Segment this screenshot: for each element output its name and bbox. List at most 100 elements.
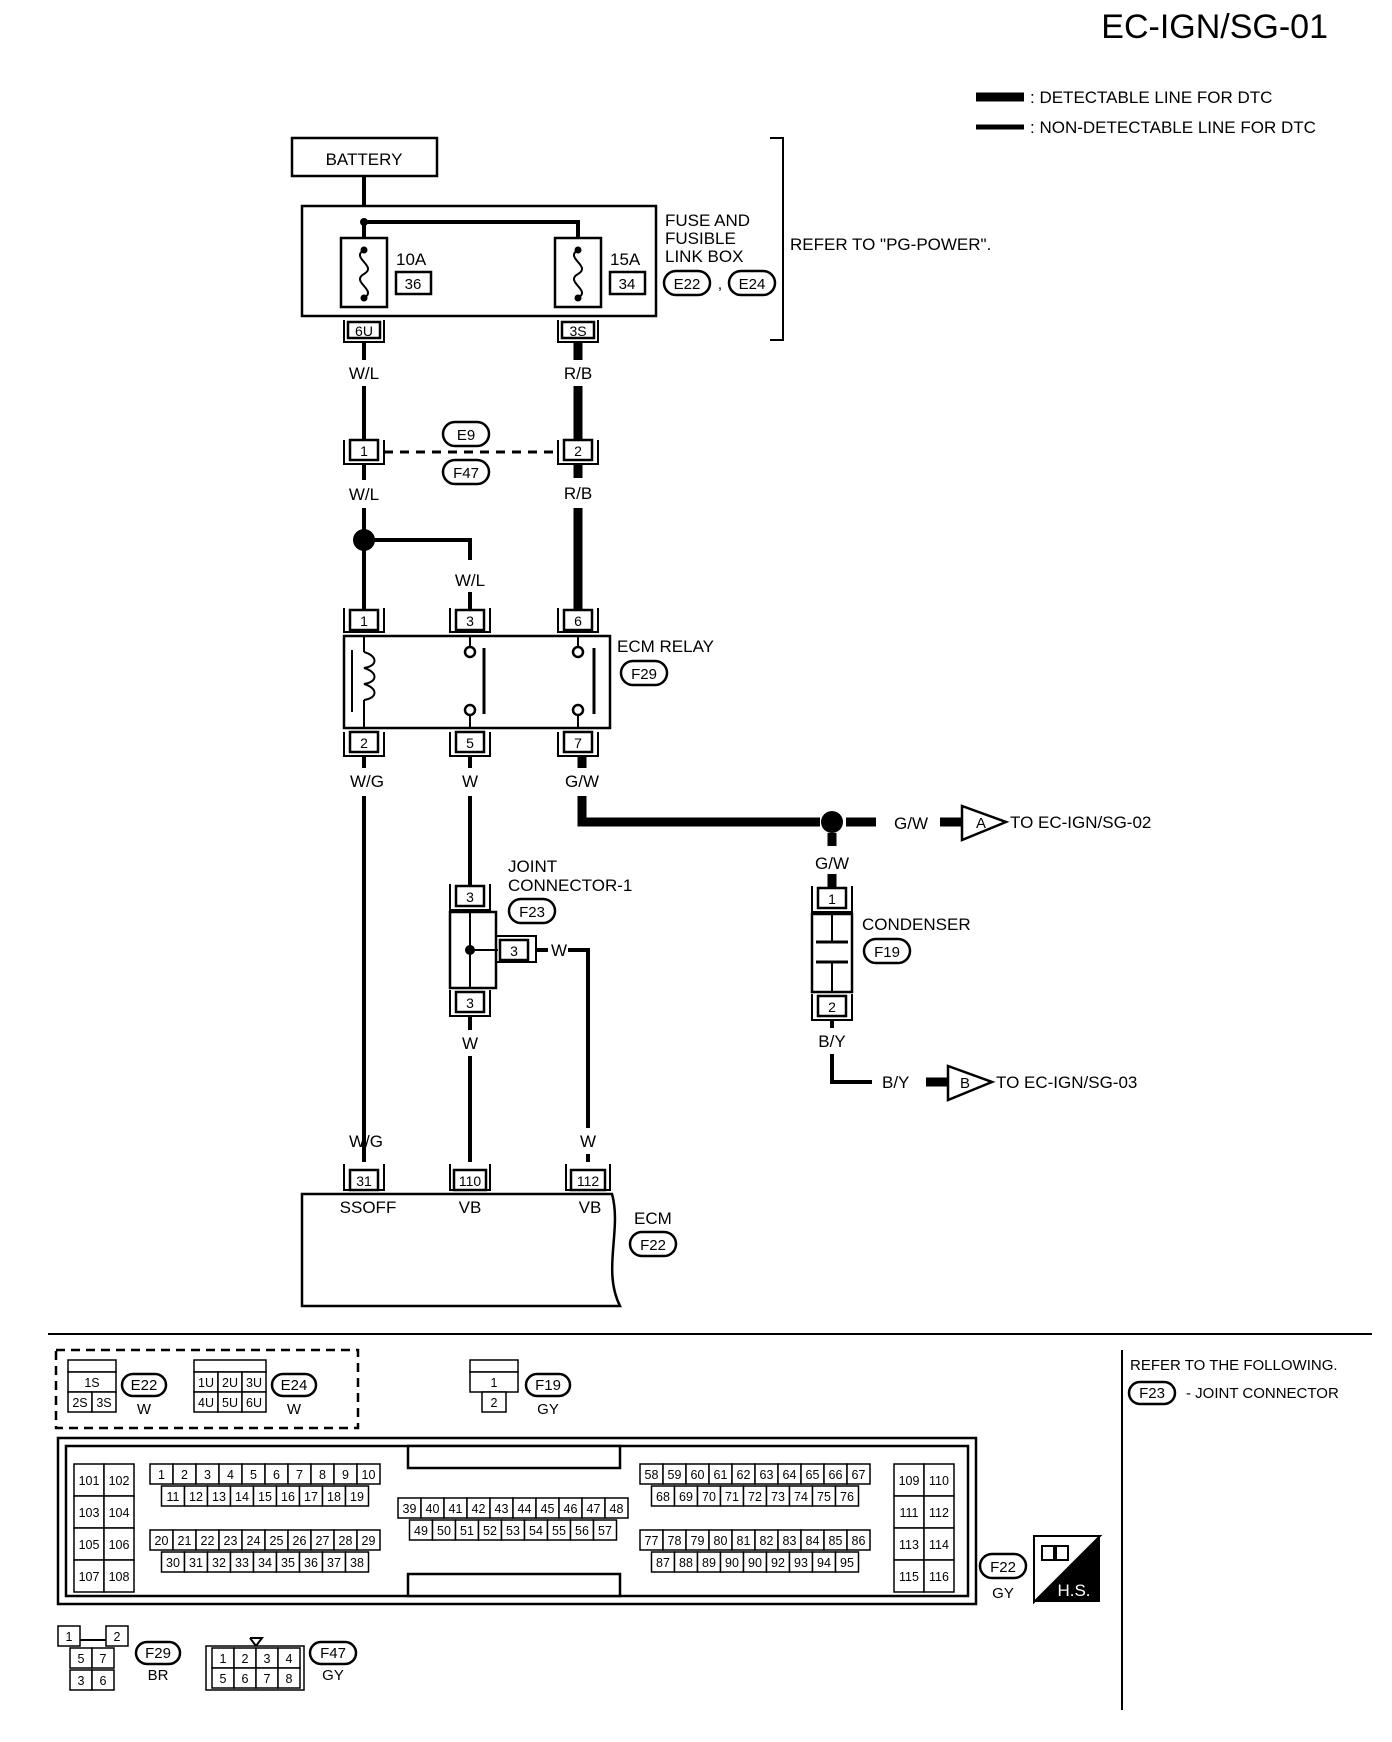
ecm-pin-label: 36 bbox=[304, 1556, 318, 1570]
ecm-pin-label: 34 bbox=[258, 1556, 272, 1570]
ecm-pin-cell bbox=[103, 1527, 135, 1561]
wire-label-by-2: B/Y bbox=[882, 1073, 909, 1092]
wire-label-w-1: W bbox=[462, 772, 478, 791]
svg-text:F19: F19 bbox=[535, 1377, 561, 1394]
wire-label-gw-2: G/W bbox=[894, 814, 928, 833]
wire-label-by-1: B/Y bbox=[818, 1032, 845, 1051]
ecm-pin-label: 87 bbox=[656, 1556, 670, 1570]
svg-text:GY: GY bbox=[537, 1401, 559, 1418]
svg-text:110: 110 bbox=[459, 1173, 482, 1189]
ecm-label: ECM bbox=[634, 1209, 672, 1228]
ecm-pin-label: 43 bbox=[495, 1502, 509, 1516]
ecm-pin-cell bbox=[834, 1551, 860, 1573]
ecm-pin-cell bbox=[923, 1527, 955, 1561]
ecm-pin-label: 115 bbox=[899, 1570, 919, 1584]
ecm-pin-cell bbox=[893, 1527, 925, 1561]
ecm-pin-label: 82 bbox=[760, 1534, 774, 1548]
ecm-pin-label: 79 bbox=[691, 1534, 705, 1548]
ecm-pin-cell bbox=[103, 1495, 135, 1529]
battery-label: BATTERY bbox=[326, 150, 403, 169]
ecm-pin-label: 20 bbox=[155, 1534, 169, 1548]
ecm-pin-label: 102 bbox=[109, 1474, 130, 1488]
ecm-pin-cell bbox=[344, 1485, 370, 1507]
ecm-pin-label: 61 bbox=[714, 1468, 728, 1482]
ecm-pin-cell bbox=[846, 1529, 871, 1551]
ecm-pin-cell bbox=[356, 1529, 381, 1551]
ecm-pin-label: 12 bbox=[189, 1490, 203, 1504]
ecm-pin-label: 49 bbox=[414, 1524, 428, 1538]
joint-connector-1: 3 3 3 bbox=[448, 884, 537, 1017]
svg-text:2U: 2U bbox=[222, 1376, 238, 1390]
svg-text:E22: E22 bbox=[131, 1377, 158, 1394]
terminal-6u: 6U bbox=[343, 320, 385, 343]
ecm-pin-label: 48 bbox=[610, 1502, 624, 1516]
fuse-box-connector-e24: E24 bbox=[739, 276, 766, 293]
ecm-pin-label: 17 bbox=[304, 1490, 318, 1504]
svg-text:5: 5 bbox=[78, 1652, 85, 1666]
ecm-pin-label: 58 bbox=[645, 1468, 659, 1482]
ecm-pin-label: 74 bbox=[794, 1490, 808, 1504]
svg-text:2: 2 bbox=[242, 1652, 249, 1666]
harness-side-icon: H.S. bbox=[1033, 1535, 1103, 1605]
wire-label-gw-3: G/W bbox=[815, 854, 849, 873]
splice-point-2 bbox=[821, 811, 843, 833]
ecm-pin-cell bbox=[893, 1559, 925, 1593]
ecm-pin-label: 113 bbox=[899, 1538, 919, 1552]
ecm-pin-label: 67 bbox=[852, 1468, 866, 1482]
ecm-pin-label: 51 bbox=[460, 1524, 474, 1538]
svg-text:BR: BR bbox=[148, 1667, 169, 1684]
wire-label-gw-1: G/W bbox=[565, 772, 599, 791]
svg-text:1: 1 bbox=[66, 1630, 73, 1644]
ecm-pin-label: 110 bbox=[929, 1474, 949, 1488]
svg-text:31: 31 bbox=[356, 1173, 372, 1189]
wire-label-w-4: W bbox=[580, 1132, 596, 1151]
ecm-pin-label: 8 bbox=[319, 1468, 326, 1482]
fuse-box-connector-group bbox=[54, 1348, 360, 1430]
refer-following-connector: F23 bbox=[1139, 1385, 1165, 1402]
ecm-pin-label: 85 bbox=[829, 1534, 843, 1548]
ecm-pin-label: 88 bbox=[679, 1556, 693, 1570]
ecm-pin-label: 44 bbox=[518, 1502, 532, 1516]
svg-text:F47: F47 bbox=[320, 1645, 346, 1662]
ecm-relay: 1 3 6 2 5 7 bbox=[342, 608, 612, 757]
svg-text:GY: GY bbox=[992, 1585, 1014, 1602]
ecm-pin-label: 3 bbox=[204, 1468, 211, 1482]
svg-text:6U: 6U bbox=[355, 323, 373, 339]
svg-text:3: 3 bbox=[466, 613, 474, 629]
ecm-pin-label: 70 bbox=[702, 1490, 716, 1504]
ecm-pin-label: 95 bbox=[840, 1556, 854, 1570]
svg-text:3S: 3S bbox=[96, 1396, 111, 1410]
condenser-label: CONDENSER bbox=[862, 915, 971, 934]
ecm-pin-label: 59 bbox=[668, 1468, 682, 1482]
svg-text:4: 4 bbox=[286, 1652, 293, 1666]
ecm-pin-label: 7 bbox=[296, 1468, 303, 1482]
ecm-pin-label: 77 bbox=[645, 1534, 659, 1548]
ecm-pin-label: 2 bbox=[181, 1468, 188, 1482]
svg-text:1S: 1S bbox=[84, 1376, 99, 1390]
svg-text:VB: VB bbox=[459, 1198, 482, 1217]
svg-text:6: 6 bbox=[574, 613, 582, 629]
svg-text:5U: 5U bbox=[222, 1396, 238, 1410]
fuse1-number: 36 bbox=[405, 276, 422, 293]
ecm-pin-label: 46 bbox=[564, 1502, 578, 1516]
ecm-pin-label: 104 bbox=[109, 1506, 130, 1520]
svg-text:1: 1 bbox=[220, 1652, 227, 1666]
ecm-pin-label: 37 bbox=[327, 1556, 341, 1570]
hs-label: H.S. bbox=[1057, 1581, 1090, 1600]
ecm-pin-label: 38 bbox=[350, 1556, 364, 1570]
ecm-pin-label: 18 bbox=[327, 1490, 341, 1504]
ecm-pin-label: 42 bbox=[472, 1502, 486, 1516]
ecm-pin-label: 11 bbox=[167, 1490, 180, 1504]
ecm-pin-label: 94 bbox=[817, 1556, 831, 1570]
svg-text:GY: GY bbox=[322, 1667, 344, 1684]
svg-text:6U: 6U bbox=[246, 1396, 262, 1410]
ecm-pin-label: 75 bbox=[817, 1490, 831, 1504]
fuse-box-label-1: FUSE AND bbox=[665, 211, 750, 230]
svg-text:2: 2 bbox=[491, 1396, 498, 1410]
connector-view-f29: 1 2 5 7 3 6 F29 BR bbox=[57, 1625, 182, 1691]
svg-text:7: 7 bbox=[264, 1672, 271, 1686]
connector-view-f19: 1 2 F19 GY bbox=[469, 1359, 572, 1418]
svg-text:3: 3 bbox=[510, 943, 518, 959]
ecm-pin-cell bbox=[356, 1463, 381, 1485]
ecm-pin-label: 56 bbox=[575, 1524, 589, 1538]
